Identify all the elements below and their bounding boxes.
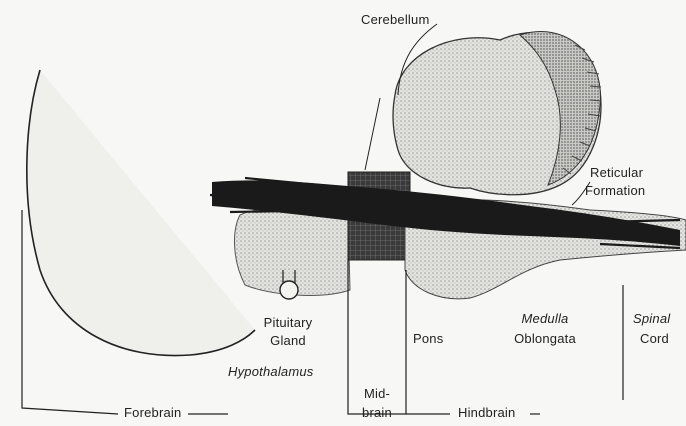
label-cerebellum: Cerebellum [361,12,429,27]
label-reticular-2: Formation [585,183,645,198]
label-spinal-1: Spinal [633,311,670,326]
label-hindbrain: Hindbrain [458,405,515,420]
label-pons: Pons [413,331,443,346]
label-mid-2: brain [350,405,404,420]
label-forebrain: Forebrain [124,405,181,420]
label-mid-1: Mid- [350,386,404,401]
label-spinal-2: Cord [640,331,669,346]
label-medulla-2: Oblongata [505,331,585,346]
pituitary-gland [280,281,298,299]
label-pituitary-1: Pituitary [256,315,320,330]
label-medulla-1: Medulla [505,311,585,326]
label-reticular-1: Reticular [590,165,643,180]
forebrain-outline [27,70,255,356]
label-pituitary-2: Gland [256,333,320,348]
label-hypothalamus: Hypothalamus [228,364,314,379]
